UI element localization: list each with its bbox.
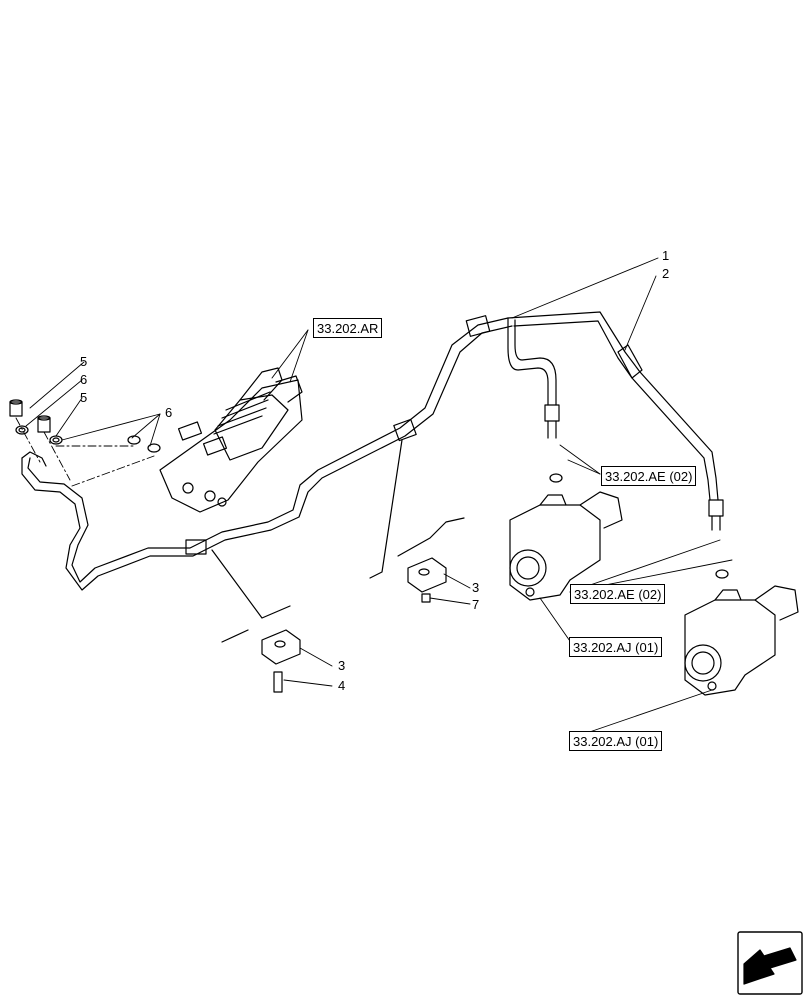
ref-box[interactable]: 33.202.AE (02) (570, 584, 666, 604)
pump-2 (684, 569, 799, 696)
callout-number: 6 (80, 372, 88, 387)
ref-box[interactable]: 33.202.AR (313, 318, 383, 338)
ref-box[interactable]: 33.202.AJ (01) (569, 731, 663, 751)
pump-1 (509, 473, 623, 601)
ref-box[interactable]: 33.202.AJ (01) (569, 637, 663, 657)
arrow-icon (737, 931, 803, 995)
callout-number: 3 (472, 580, 480, 595)
clamp-part (407, 557, 447, 603)
fitting-bolt (9, 399, 161, 453)
pipe-to-pump-2 (507, 311, 724, 531)
clamp-part (261, 629, 301, 693)
ref-box[interactable]: 33.202.AE (02) (601, 466, 697, 486)
callout-number: 5 (80, 390, 88, 405)
pipe-to-pump-1 (507, 317, 560, 439)
bracket-line (211, 439, 465, 643)
callout-number: 2 (662, 266, 670, 281)
callout-number: 7 (472, 597, 480, 612)
callout-number: 1 (662, 248, 670, 263)
callout-number: 6 (165, 405, 173, 420)
centerline (15, 417, 155, 487)
callout-number: 3 (338, 658, 346, 673)
callout-number: 4 (338, 678, 346, 693)
callout-number: 5 (80, 354, 88, 369)
pipe-main (21, 317, 513, 591)
valve-assembly (159, 367, 303, 513)
pipe-clamp (185, 315, 491, 555)
leader-lines (25, 257, 733, 739)
